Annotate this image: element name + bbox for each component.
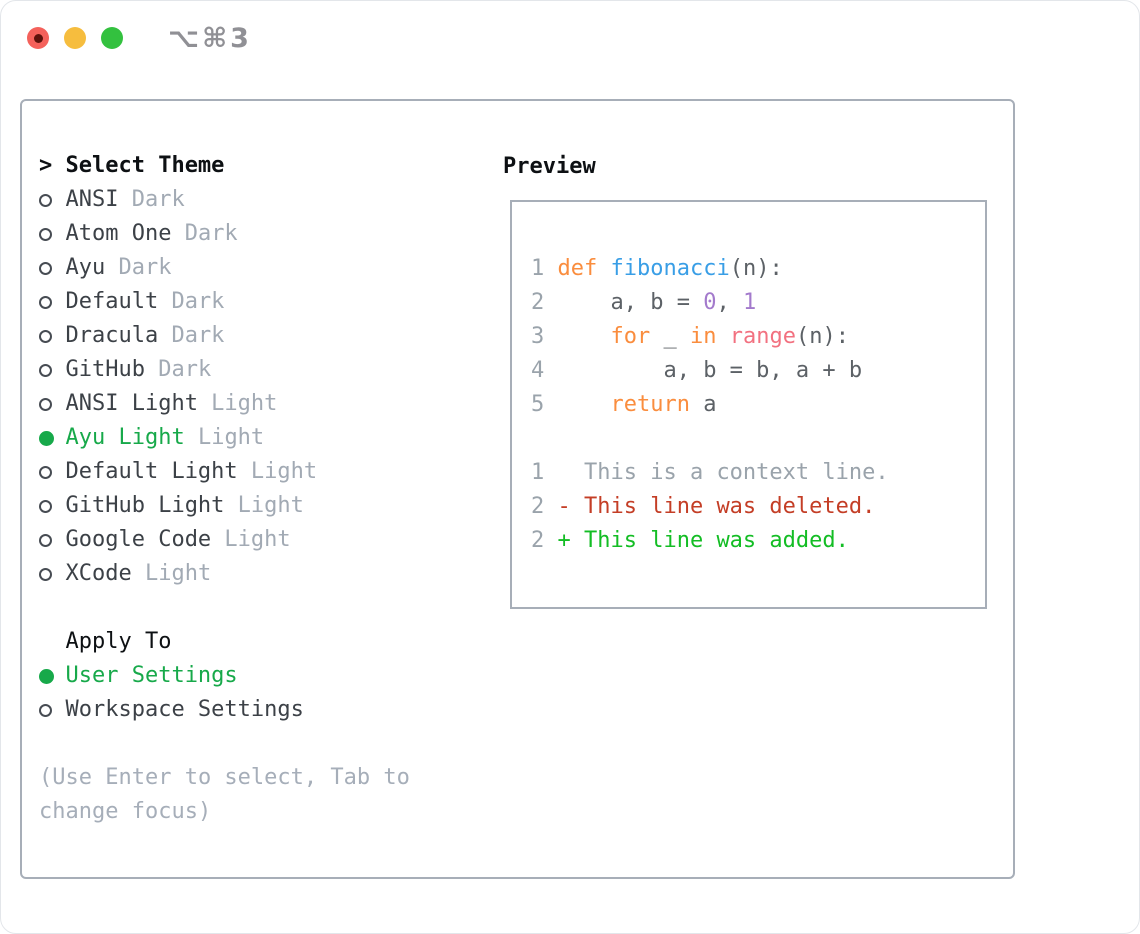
theme-option-ayu-dark[interactable]: Ayu Dark (39, 251, 503, 285)
prompt-icon: > (39, 153, 53, 178)
preview-line: 1 This is a context line. (531, 460, 889, 485)
theme-variant-label: Light (211, 527, 291, 552)
theme-option-label: ANSI Light (65, 391, 198, 416)
theme-option-google-code-light[interactable]: Google Code Light (39, 523, 503, 557)
window-shortcut-label: ⌥⌘3 (168, 22, 252, 54)
preview-line: 3 for _ in range(n): (531, 324, 849, 349)
theme-option-label: Ayu (65, 255, 106, 280)
radio-icon (39, 703, 65, 717)
radio-icon (39, 261, 65, 275)
preview-box: 1 def fibonacci(n): 2 a, b = 0, 1 3 for _ … (510, 200, 987, 609)
radio-icon (39, 499, 65, 513)
preview-column: Preview 1 def fibonacci(n): 2 a, b = 0, 1… (503, 149, 1013, 877)
theme-option-ayu-light-light[interactable]: Ayu Light Light (39, 421, 503, 455)
theme-option-ansi-dark[interactable]: ANSI Dark (39, 183, 503, 217)
theme-variant-label: Dark (105, 255, 172, 280)
theme-option-label: Google Code (65, 527, 212, 552)
radio-icon (39, 567, 65, 581)
close-dot-icon (33, 33, 43, 43)
preview-line: 4 a, b = b, a + b (531, 358, 863, 383)
theme-variant-label: Dark (118, 187, 185, 212)
theme-variant-label: Dark (158, 323, 225, 348)
theme-option-dracula-dark[interactable]: Dracula Dark (39, 319, 503, 353)
apply-to-header-label: Apply To (65, 629, 172, 654)
theme-variant-label: Dark (158, 289, 225, 314)
apply-to-header: Apply To (39, 625, 503, 659)
theme-option-label: Atom One (65, 221, 172, 246)
radio-selected-icon (39, 668, 65, 684)
radio-selected-icon (39, 430, 65, 446)
theme-option-label: GitHub Light (65, 493, 225, 518)
theme-variant-label: Dark (144, 357, 212, 382)
select-theme-header: > Select Theme (39, 149, 503, 183)
theme-option-default-light-light[interactable]: Default Light Light (39, 455, 503, 489)
theme-variant-label: Light (224, 493, 304, 518)
theme-option-xcode-light[interactable]: XCode Light (39, 557, 503, 591)
minimize-button[interactable] (64, 27, 86, 49)
theme-option-label: Ayu Light (65, 425, 185, 450)
apply-option-user-settings[interactable]: User Settings (39, 659, 503, 693)
theme-variant-label: Dark (171, 221, 238, 246)
theme-variant-label: Light (184, 425, 265, 450)
theme-variant-label: Light (131, 561, 212, 586)
preview-line: 1 def fibonacci(n): (531, 256, 783, 281)
theme-variant-label: Light (197, 391, 278, 416)
preview-line: 2 - This line was deleted. (531, 494, 876, 519)
apply-option-workspace-settings[interactable]: Workspace Settings (39, 693, 503, 727)
theme-option-label: Default Light (65, 459, 238, 484)
help-text-line-1: (Use Enter to select, Tab to (39, 765, 410, 790)
radio-icon (39, 193, 65, 207)
theme-option-ansi-light-light[interactable]: ANSI Light Light (39, 387, 503, 421)
radio-icon (39, 363, 65, 377)
preview-line: 2 + This line was added. (531, 528, 849, 553)
help-text-line-2: change focus) (39, 799, 212, 824)
theme-option-label: ANSI (65, 187, 119, 212)
theme-option-github-dark[interactable]: GitHub Dark (39, 353, 503, 387)
radio-icon (39, 465, 65, 479)
theme-option-atom-one-dark[interactable]: Atom One Dark (39, 217, 503, 251)
radio-icon (39, 533, 65, 547)
select-theme-header-label: Select Theme (65, 153, 225, 178)
window-titlebar: ⌥⌘3 (1, 1, 1139, 75)
spacer (39, 727, 503, 761)
preview-line: 5 return a (531, 392, 717, 417)
theme-option-label: GitHub (65, 357, 145, 382)
theme-option-default-dark[interactable]: Default Dark (39, 285, 503, 319)
theme-option-label: Default (65, 289, 159, 314)
apply-option-label: User Settings (65, 663, 238, 688)
preview-blank-line (531, 422, 985, 456)
apply-option-label: Workspace Settings (65, 697, 304, 722)
radio-icon (39, 227, 65, 241)
close-button[interactable] (27, 27, 49, 49)
theme-variant-label: Light (237, 459, 318, 484)
preview-line: 2 a, b = 0, 1 (531, 290, 757, 315)
radio-icon (39, 397, 65, 411)
theme-option-label: Dracula (65, 323, 159, 348)
zoom-button[interactable] (101, 27, 123, 49)
radio-icon (39, 329, 65, 343)
preview-header-label: Preview (503, 153, 596, 179)
spacer (39, 591, 503, 625)
theme-option-github-light-light[interactable]: GitHub Light Light (39, 489, 503, 523)
theme-option-label: XCode (65, 561, 132, 586)
radio-icon (39, 295, 65, 309)
